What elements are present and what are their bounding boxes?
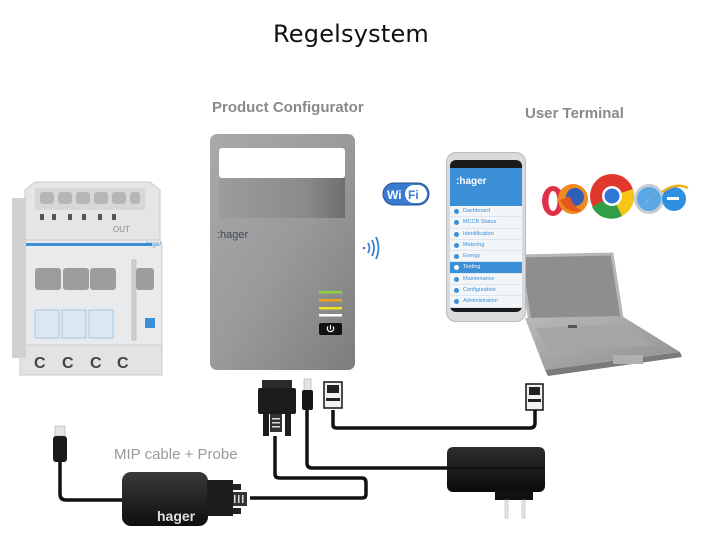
power-adapter <box>447 447 545 519</box>
serial-connector <box>258 380 296 436</box>
status-icon <box>454 220 459 226</box>
mip-probe: hager <box>122 472 247 526</box>
phone-menu-item-maintenance[interactable]: Maintenance <box>450 274 522 286</box>
phone-menu-label: Energy <box>463 253 481 260</box>
phone-menu-label: Testing <box>463 264 481 271</box>
phone-menu-label: Configuration <box>463 287 496 294</box>
gear-icon <box>454 299 459 305</box>
phone-menu-item-dashboard[interactable]: Dashboard <box>450 206 522 218</box>
breaker-brand: hager <box>146 242 162 248</box>
svg-text:Fi: Fi <box>408 188 419 202</box>
product-configurator: :hager <box>210 134 355 370</box>
cables <box>58 408 537 502</box>
phone-menu-label: Identification <box>463 230 494 237</box>
phone-menu-label: Dashboard <box>463 208 490 214</box>
phone-menu-label: Maintenance <box>463 275 495 282</box>
testing-icon <box>454 265 459 271</box>
svg-text:C: C <box>117 355 129 372</box>
wifi-badge-icon: Wi Fi <box>382 182 430 206</box>
dashboard-icon <box>454 209 459 214</box>
ethernet-connector-laptop <box>525 383 544 411</box>
led-yellow <box>319 307 342 310</box>
energy-icon <box>454 254 459 260</box>
phone-menu-item-mccb-status[interactable]: MCCB Status <box>450 217 522 229</box>
metering-icon <box>454 242 459 248</box>
phone-menu-item-identification[interactable]: Identification <box>450 229 522 240</box>
phone-menu-label: Administration <box>463 298 498 305</box>
phone-menu-item-configuration[interactable]: Configuration <box>450 285 522 297</box>
svg-text:C: C <box>34 355 46 372</box>
usb-connector <box>53 425 67 462</box>
phone-menu-item-energy[interactable]: Energy <box>450 251 522 263</box>
phone-menu-item-testing[interactable]: Testing <box>450 262 522 274</box>
user-terminal-label: User Terminal <box>525 105 624 122</box>
breaker-out-label: OUT <box>113 225 130 234</box>
chrome-icon <box>590 174 635 219</box>
wireless-signal-icon <box>362 236 380 260</box>
opera-icon <box>542 186 564 216</box>
led-orange <box>319 299 342 302</box>
maintenance-icon <box>454 276 459 282</box>
phone-brand: :hager <box>456 176 487 187</box>
led-white <box>319 314 342 317</box>
ie-icon <box>661 184 689 211</box>
identification-icon <box>454 231 459 237</box>
browser-icons <box>542 174 689 219</box>
power-plug <box>302 378 313 410</box>
svg-text:C: C <box>90 355 102 372</box>
phone-menu-label: Metering <box>463 241 485 248</box>
laptop <box>518 252 682 376</box>
product-configurator-label: Product Configurator <box>212 99 364 116</box>
configurator-brand: :hager <box>217 229 249 241</box>
led-green <box>319 291 342 294</box>
svg-text:C: C <box>62 355 74 372</box>
phone-menu-item-administration[interactable]: Administration <box>450 296 522 308</box>
ethernet-connector-configurator <box>323 381 343 409</box>
probe-brand: hager <box>157 508 196 524</box>
svg-text:Wi: Wi <box>387 188 402 202</box>
phone-app-header: :hager <box>450 168 522 206</box>
phone-menu-label: MCCB Status <box>463 219 497 226</box>
phone-menu-item-metering[interactable]: Metering <box>450 240 522 252</box>
wrench-icon <box>454 288 459 294</box>
diagram-title: Regelsystem <box>273 20 429 48</box>
safari-icon <box>634 184 664 214</box>
firefox-icon <box>558 184 588 214</box>
power-button[interactable] <box>319 323 342 335</box>
mip-cable-label: MIP cable + Probe <box>114 446 238 463</box>
